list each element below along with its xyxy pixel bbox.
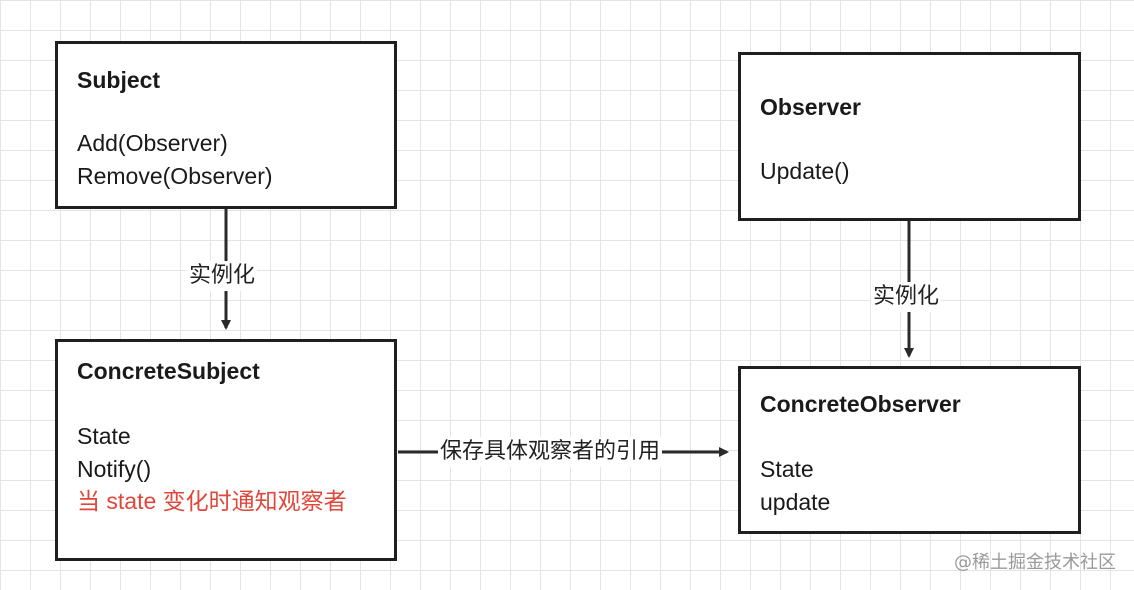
edge-label-observer-instantiate: 实例化 <box>871 282 942 312</box>
subject-method-add: Add(Observer) <box>77 130 228 156</box>
concrete-subject-note: 当 state 变化时通知观察者 <box>77 488 347 514</box>
concrete-subject-member-state: State <box>77 423 131 449</box>
concrete-observer-member-update: update <box>760 489 831 515</box>
watermark-text: @稀土掘金技术社区 <box>954 552 1116 573</box>
concrete-subject-member-notify: Notify() <box>77 456 152 482</box>
subject-method-remove: Remove(Observer) <box>77 163 273 189</box>
concrete-subject-title: ConcreteSubject <box>77 358 260 384</box>
observer-box[interactable]: Observer Update() <box>738 52 1081 221</box>
subject-title: Subject <box>77 67 161 93</box>
subject-box[interactable]: Subject Add(Observer) Remove(Observer) <box>55 41 397 209</box>
observer-title: Observer <box>760 94 862 120</box>
edge-label-subject-instantiate: 实例化 <box>187 261 258 291</box>
concrete-subject-box[interactable]: ConcreteSubject State Notify() 当 state 变… <box>55 339 397 561</box>
concrete-observer-member-state: State <box>760 456 814 482</box>
concrete-observer-box[interactable]: ConcreteObserver State update <box>738 366 1081 534</box>
observer-method-update: Update() <box>760 158 850 184</box>
concrete-observer-title: ConcreteObserver <box>760 391 961 417</box>
edge-label-holds-reference: 保存具体观察者的引用 <box>438 437 663 467</box>
